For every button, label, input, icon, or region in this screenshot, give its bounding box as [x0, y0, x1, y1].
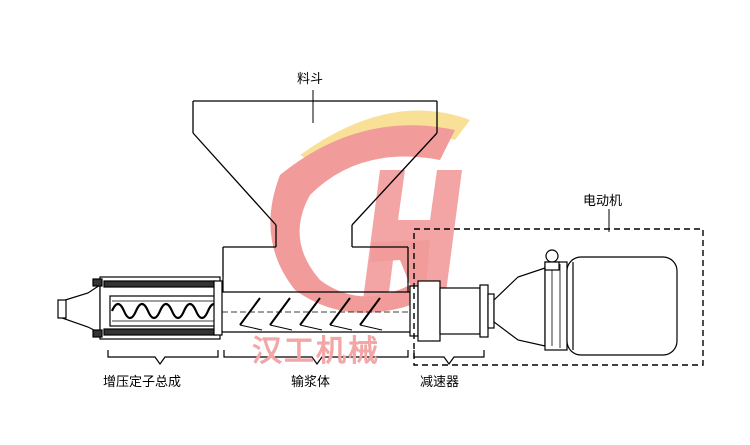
label-hopper: 料斗 — [297, 72, 324, 87]
stator-assembly — [57, 276, 223, 340]
label-motor: 电动机 — [583, 194, 623, 209]
brace-stator — [107, 350, 219, 366]
drive-dashed-enclosure — [413, 228, 704, 366]
brace-reducer — [413, 350, 485, 366]
label-reducer: 减速器 — [420, 375, 460, 390]
brace-slurry-body — [223, 350, 409, 366]
dimension-braces — [107, 350, 485, 366]
reducer — [409, 280, 495, 342]
watermark-company-name: 汉工机械 — [252, 334, 380, 369]
hopper — [192, 100, 438, 283]
slurry-body — [222, 277, 410, 333]
motor — [493, 249, 678, 356]
label-slurry-body: 输浆体 — [291, 375, 331, 390]
watermark-logo — [270, 110, 470, 313]
logo-h-shape — [363, 170, 462, 300]
label-stator-assembly: 增压定子总成 — [103, 375, 182, 390]
logo-g-shape — [270, 125, 455, 313]
